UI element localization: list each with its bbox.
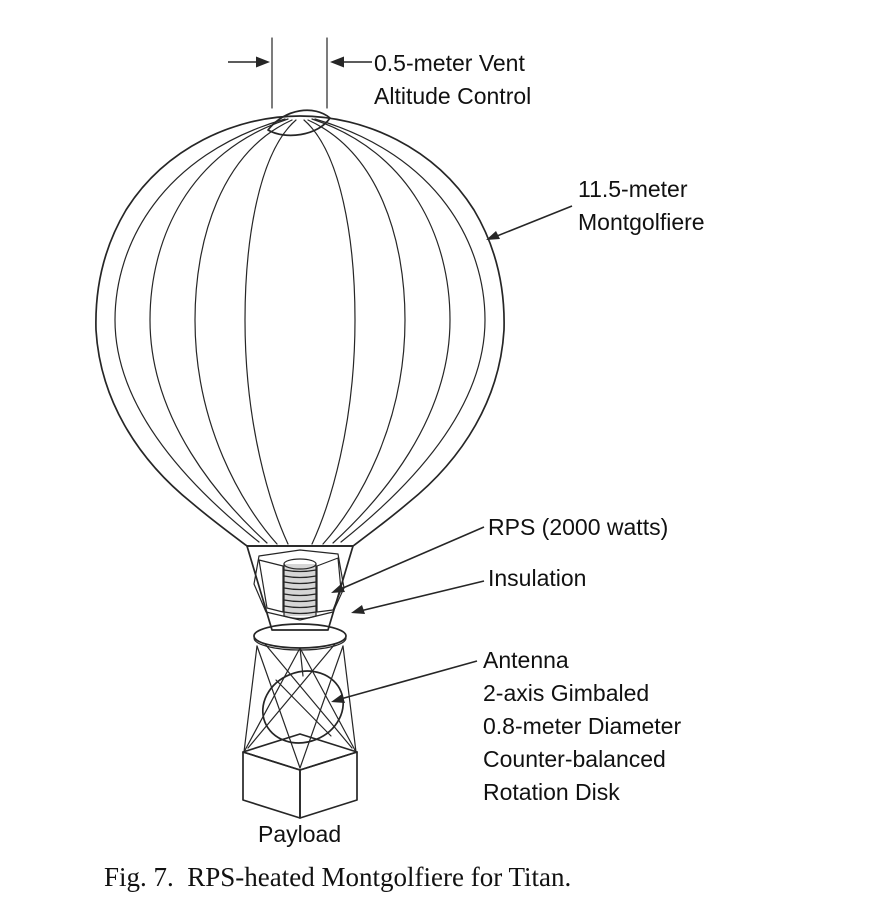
- antenna-axis: [275, 679, 332, 737]
- gore-line: [307, 119, 406, 545]
- vent-label: 0.5-meter Vent Altitude Control: [374, 47, 531, 113]
- rps-coil-turn: [283, 611, 317, 615]
- gore-line: [149, 118, 289, 544]
- rps-leader-arrowhead: [331, 584, 345, 593]
- envelope-leader-line: [491, 205, 573, 239]
- rps-coil-turn: [283, 599, 317, 603]
- vent-dimension-arrowhead-right: [330, 56, 344, 68]
- antenna-label-line: Counter-balanced: [483, 746, 666, 772]
- gore-line: [114, 118, 286, 543]
- truss-member: [243, 645, 258, 753]
- truss-member: [299, 645, 344, 769]
- rps-label: RPS (2000 watts): [488, 511, 668, 544]
- envelope-label: 11.5-meter Montgolfiere: [578, 173, 705, 239]
- rps-coil-bottom: [283, 615, 317, 620]
- antenna-label-line: Rotation Disk: [483, 779, 620, 805]
- gore-line: [244, 119, 297, 545]
- payload-box-top: [242, 733, 358, 771]
- rps-coil-turn: [283, 605, 317, 609]
- payload-box-left: [242, 751, 301, 819]
- balloon-envelope: [95, 115, 505, 547]
- antenna-label: Antenna 2-axis Gimbaled 0.8-meter Diamet…: [483, 644, 681, 809]
- antenna-label-line: Antenna: [483, 647, 569, 673]
- insulation-leader-line: [355, 580, 485, 613]
- insulation-wedge-left: [258, 559, 284, 613]
- mounting-ring: [253, 623, 347, 649]
- vent-label-line: Altitude Control: [374, 83, 532, 109]
- truss-member: [264, 643, 353, 749]
- antenna-leader-arrowhead: [331, 694, 345, 703]
- insulation-label-line: Insulation: [488, 565, 587, 591]
- figure-caption: Fig. 7. RPS-heated Montgolfiere for Tita…: [104, 862, 572, 892]
- insulation-cone: [246, 545, 354, 631]
- truss-member: [256, 645, 301, 769]
- antenna-label-line: 2-axis Gimbaled: [483, 680, 650, 706]
- antenna-leader-line: [336, 660, 478, 701]
- vent-label-line: 0.5-meter Vent: [374, 50, 525, 76]
- rps-label-line: RPS (2000 watts): [488, 514, 669, 540]
- insulation-wedge-right: [316, 557, 342, 613]
- truss-member: [299, 647, 357, 753]
- gore-line: [314, 118, 486, 543]
- envelope-leader-arrowhead: [486, 231, 500, 240]
- insulation-label: Insulation: [488, 562, 586, 595]
- rps-coil-top: [283, 558, 317, 570]
- payload-label: Payload: [258, 818, 341, 851]
- vent-opening: [267, 109, 331, 137]
- payload-label-line: Payload: [258, 821, 342, 847]
- rps-coil-turn: [283, 593, 317, 597]
- truss-member: [243, 647, 301, 753]
- gore-line: [194, 119, 293, 545]
- gore-line: [311, 118, 451, 544]
- vent-dimension-arrowhead-left: [256, 56, 270, 68]
- insulation-leader-arrowhead: [351, 605, 365, 614]
- gore-line: [303, 119, 356, 545]
- rps-coil-turn: [283, 575, 317, 579]
- payload-box-right: [299, 751, 358, 819]
- truss-member: [342, 645, 357, 753]
- rps-coil-turn: [283, 587, 317, 591]
- antenna-label-line: 0.8-meter Diameter: [483, 713, 682, 739]
- rps-coil-turn: [283, 569, 317, 573]
- cone-cutaway: [253, 549, 345, 621]
- envelope-label-line: Montgolfiere: [578, 209, 705, 235]
- envelope-label-line: 11.5-meter: [578, 176, 688, 202]
- rps-leader-line: [335, 526, 485, 592]
- rps-coil-turn: [283, 581, 317, 585]
